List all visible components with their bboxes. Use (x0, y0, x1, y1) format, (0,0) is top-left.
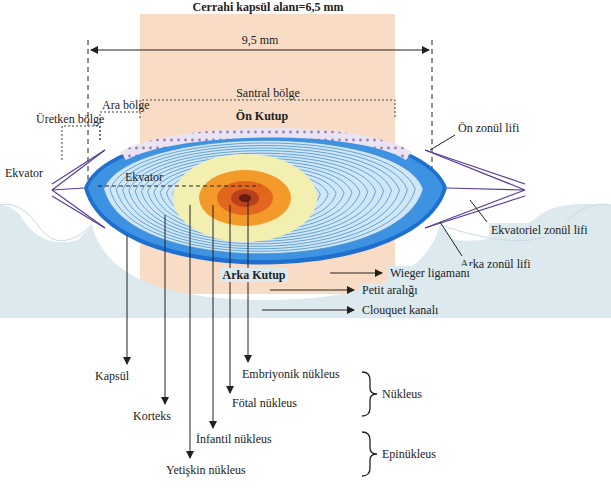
group-label: Nükleus (382, 387, 422, 401)
leader-arrow (213, 205, 214, 428)
lens-lamella (129, 151, 392, 244)
zone-label: Santral bölge (236, 86, 300, 100)
part-label: Yetişkin nükleus (166, 463, 246, 477)
dimension-label: 9,5 mm (242, 33, 279, 47)
bracket (362, 432, 377, 476)
lens-lamella (104, 140, 424, 253)
part-label: Korteks (133, 409, 171, 423)
zone-bracket (100, 112, 140, 140)
ciliary-outline (440, 204, 611, 241)
nucleus-core (239, 194, 251, 202)
part-label: Ön zonül lifi (458, 121, 519, 135)
leader-arrow (190, 205, 191, 458)
part-label: Ekvatoriel zonül lifi (489, 223, 590, 237)
lens-lamella (110, 143, 415, 251)
part-label: Fötal nükleus (232, 396, 297, 410)
group-label: Epinükleus (382, 447, 436, 461)
pole-label: Ön Kutup (236, 109, 288, 123)
zone-label: Üretken bölge (36, 112, 104, 126)
lens-lamella (116, 146, 407, 249)
part-label: Petit aralığı (360, 283, 420, 297)
bracket (362, 372, 377, 416)
dimension-arrow (91, 49, 429, 50)
leader-arrow (230, 205, 231, 393)
part-label: Ekvator (3, 166, 45, 180)
lens-lamella (123, 148, 400, 246)
leader-arrow (165, 215, 166, 404)
part-label: İnfantil nükleus (196, 432, 272, 446)
leader-arrow (262, 310, 354, 311)
lens-lamella (135, 153, 384, 241)
pole-label: Arka Kutup (220, 268, 287, 282)
part-label: Ekvator (125, 170, 163, 184)
dimension-label: Cerrahi kapsül alanı=6,5 mm (193, 0, 344, 14)
leader-line (470, 200, 487, 222)
embryonic-nucleus (231, 189, 259, 207)
part-label: Clouquet kanalı (360, 303, 440, 317)
leader-arrow (270, 290, 354, 291)
leader-line (440, 222, 462, 256)
part-label: Kapsül (95, 369, 129, 383)
part-label: Wieger ligamanı (388, 266, 472, 280)
lens-layers (104, 140, 424, 253)
leader-arrow (127, 235, 128, 364)
leader-arrow (330, 273, 382, 274)
zone-bracket (62, 126, 100, 160)
equator-line (98, 186, 260, 187)
zone-label: Ara bölge (102, 98, 150, 112)
leader-line (430, 135, 455, 150)
lens-lamella (104, 140, 424, 253)
adult-nucleus (173, 154, 317, 242)
part-label: Embriyonik nükleus (242, 367, 340, 381)
ciliary-outline (0, 204, 92, 241)
